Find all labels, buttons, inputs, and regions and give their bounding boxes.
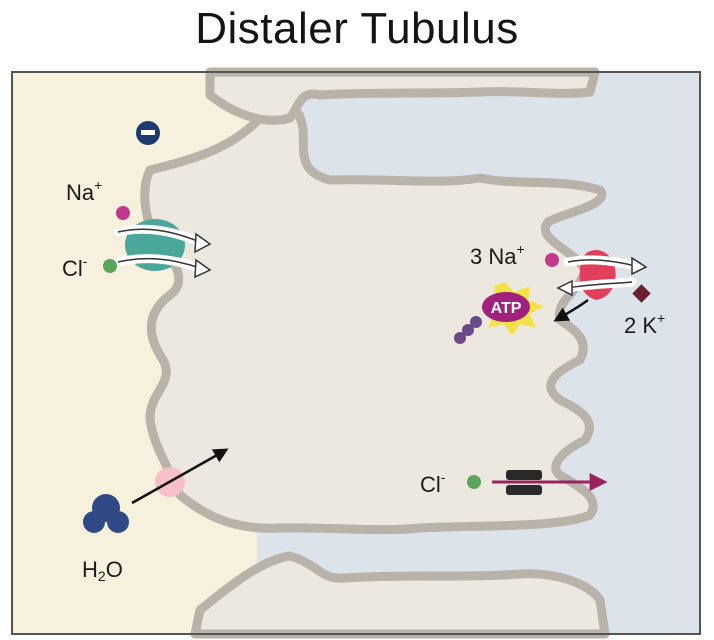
na3-ion [545,253,559,267]
atp-energy-arrow [553,298,589,322]
neighbor-cell-bottom [190,551,610,639]
k-ion [632,284,651,303]
neighbor-cell-top [205,67,600,125]
cl2-label: Cl- [420,469,446,497]
cl-channel [506,470,542,495]
water-flow-arrow [131,448,229,505]
na-cl-cotransporter [113,219,212,279]
negative-charge-icon [136,121,160,145]
na-ion [116,206,130,220]
k2-label: 2 K+ [624,310,665,338]
atp-label: ATP [491,300,522,317]
na-k-atpase [556,249,648,300]
water-label: H2O [82,557,123,584]
tubule-cell [140,107,607,535]
cl-label: Cl- [62,253,88,281]
diagram-title: Distaler Tubulus [195,4,519,53]
diagram-frame [11,71,701,635]
phosphate-chain-icon [454,316,482,344]
cl-ion-basal [467,475,481,489]
atp-bubble [482,292,530,322]
cl-ion [103,259,117,273]
na3-label: 3 Na+ [470,241,525,269]
water-molecule-icon [83,494,129,533]
na-label: Na+ [66,177,102,205]
